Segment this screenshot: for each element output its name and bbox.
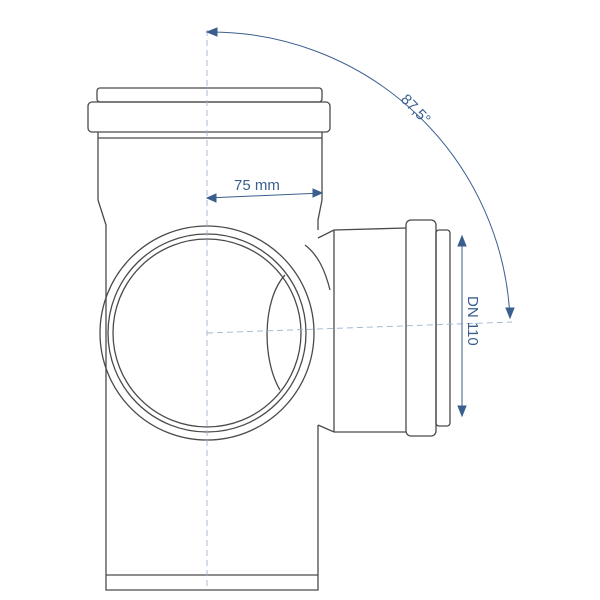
angle-label: 87,5° bbox=[397, 91, 434, 128]
side-branch bbox=[304, 219, 451, 437]
diameter-label: DN 110 bbox=[464, 296, 481, 346]
angle-dimension bbox=[205, 27, 515, 320]
top-socket bbox=[87, 87, 331, 200]
offset-label: 75 mm bbox=[234, 177, 280, 194]
diameter-dimension bbox=[457, 234, 467, 418]
centerlines bbox=[206, 30, 513, 590]
offset-dimension bbox=[205, 188, 324, 203]
main-pipe bbox=[97, 199, 323, 591]
